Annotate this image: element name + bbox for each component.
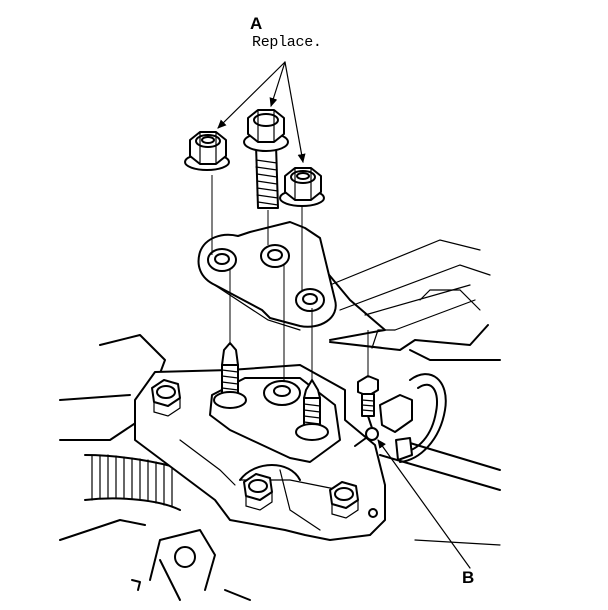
flange-nut-right <box>279 167 325 207</box>
ground-cable <box>379 373 447 463</box>
flange-bolt <box>243 109 289 209</box>
stud-right <box>295 379 329 441</box>
callout-a-letter: A <box>250 14 263 33</box>
bracket-bolt-left <box>151 379 181 417</box>
callout-b-letter: B <box>462 568 475 587</box>
bracket-bolt-center <box>243 473 273 511</box>
leader-lines-a <box>217 61 306 163</box>
lower-mount-bracket <box>134 342 386 541</box>
callout-a-text: Replace. <box>252 34 322 51</box>
leader-line-b <box>377 439 471 569</box>
exploded-guide-lines <box>211 175 369 382</box>
transmission-housing <box>299 239 501 546</box>
ground-bolt <box>354 375 379 447</box>
flange-nut-left <box>184 131 230 171</box>
bracket-bolt-right <box>329 481 359 519</box>
mount-plate <box>197 221 337 331</box>
stud-left <box>213 342 247 409</box>
